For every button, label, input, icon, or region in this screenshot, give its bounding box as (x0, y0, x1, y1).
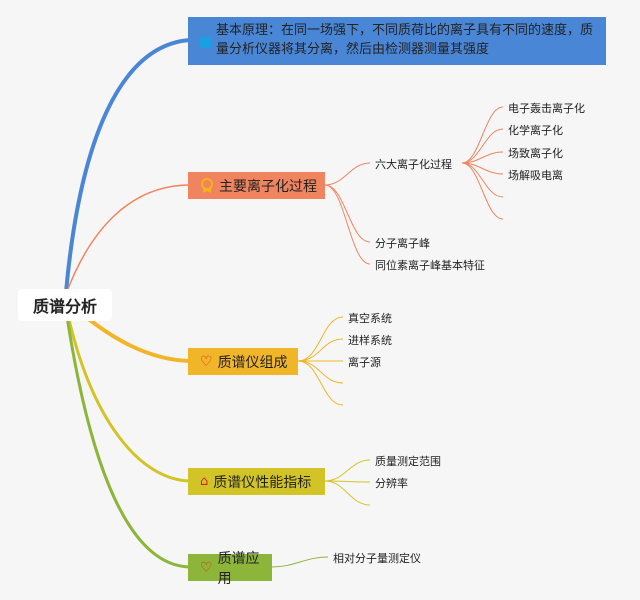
performance-child[interactable]: 质量测定范围 (375, 455, 441, 468)
performance-child[interactable]: 分辨率 (375, 477, 408, 490)
application-label: 质谱应用 (217, 550, 260, 587)
composition-child[interactable]: 真空系统 (348, 312, 392, 325)
heart-icon: ♡ (200, 353, 213, 370)
ionization-label: 主要离子化过程 (219, 178, 317, 195)
ionization-method[interactable]: 电子轰击离子化 (508, 102, 585, 115)
ionization-child[interactable]: 六大离子化过程 (375, 158, 452, 171)
home-icon: ⌂ (200, 474, 209, 489)
badge-icon (201, 177, 213, 193)
principle-text: 基本原理：在同一场强下，不同质荷比的离子具有不同的速度，质量分析仪器将其分离，然… (216, 23, 594, 57)
composition-child[interactable]: 进样系统 (348, 334, 392, 347)
application-node[interactable]: ♡ 质谱应用 (188, 551, 272, 587)
performance-label: 质谱仪性能指标 (213, 474, 312, 491)
square-icon (200, 37, 211, 48)
ionization-child[interactable]: 分子离子峰 (375, 237, 430, 250)
ionization-method[interactable]: 场解吸电离 (508, 169, 563, 182)
composition-label: 质谱仪组成 (217, 354, 288, 371)
performance-node[interactable]: ⌂ 质谱仪性能指标 (188, 468, 325, 495)
composition-child[interactable]: 离子源 (348, 356, 381, 369)
heart-icon: ♡ (200, 559, 213, 576)
composition-node[interactable]: ♡ 质谱仪组成 (188, 348, 298, 375)
ionization-node[interactable]: 主要离子化过程 (188, 172, 325, 199)
principle-node[interactable]: 基本原理：在同一场强下，不同质荷比的离子具有不同的速度，质量分析仪器将其分离，然… (188, 17, 606, 65)
root-node[interactable]: 质谱分析 (18, 289, 112, 321)
ionization-method[interactable]: 化学离子化 (508, 124, 563, 137)
ionization-child[interactable]: 同位素离子峰基本特征 (375, 259, 485, 272)
application-child[interactable]: 相对分子量测定仪 (333, 552, 421, 565)
ionization-method[interactable]: 场致离子化 (508, 147, 563, 160)
